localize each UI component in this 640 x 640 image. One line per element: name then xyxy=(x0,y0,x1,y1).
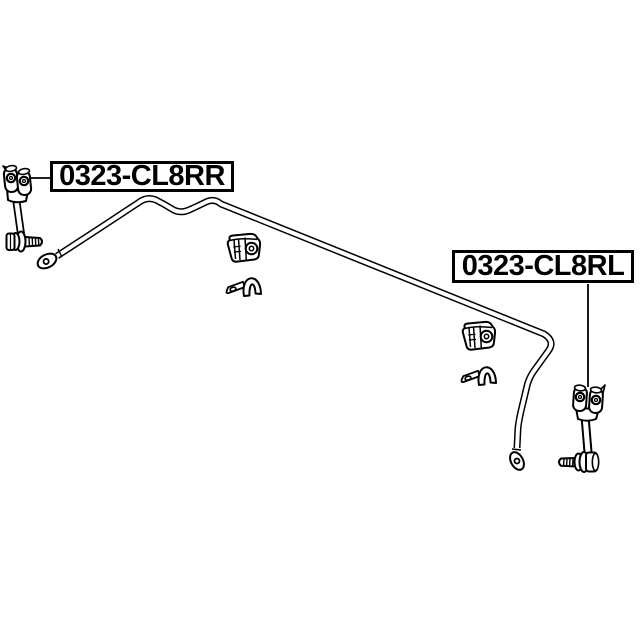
bracket-drawing-2 xyxy=(460,366,497,386)
stabilizer-link-drawing-rl xyxy=(558,384,606,473)
bracket-drawing-1 xyxy=(225,277,262,297)
part-number-label-rear-right: 0323-CL8RR xyxy=(50,161,234,192)
bar-eye-left xyxy=(36,252,58,270)
stabilizer-bar xyxy=(36,195,555,471)
bar-eye-right xyxy=(509,451,525,471)
bushing-drawing-2 xyxy=(461,320,497,351)
part-number-label-rear-left: 0323-CL8RL xyxy=(452,250,634,283)
stabilizer-link-drawing-rr xyxy=(2,164,43,253)
bushing-drawing-1 xyxy=(226,232,262,263)
